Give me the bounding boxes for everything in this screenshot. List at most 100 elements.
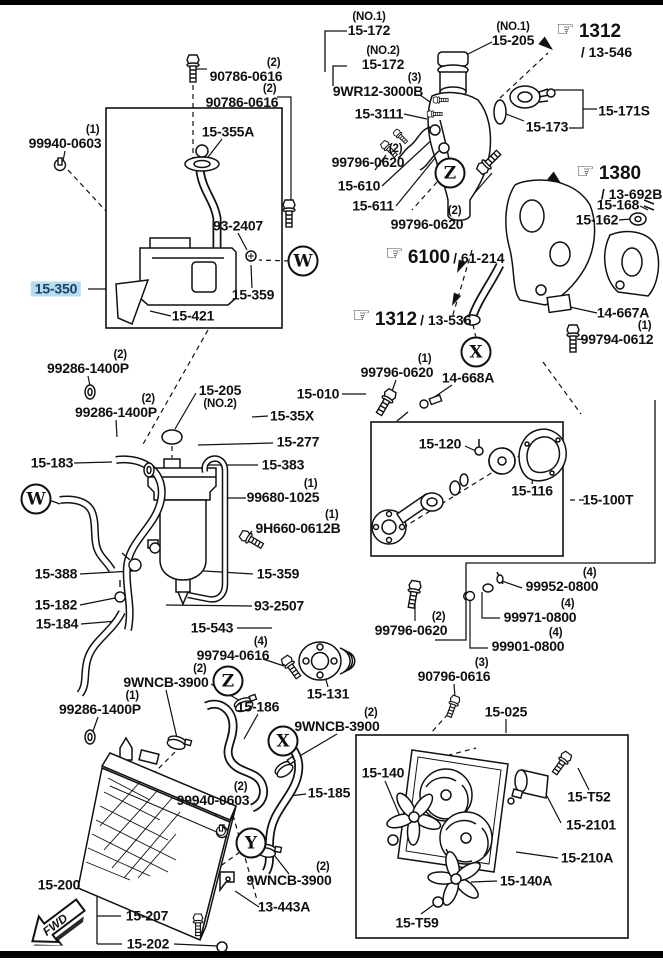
overflow-tank-drawing: [147, 429, 266, 606]
part-label[interactable]: (2)9WNCB-3900: [246, 861, 332, 889]
part-label[interactable]: 15-162: [575, 211, 619, 228]
part-label[interactable]: 15-185: [307, 784, 351, 801]
part-label[interactable]: (4)99952-0800: [525, 567, 599, 595]
part-label[interactable]: (2)90786-0616: [209, 57, 283, 85]
fan-assembly-drawing: [386, 749, 574, 908]
part-label[interactable]: 15-100T: [582, 491, 634, 508]
part-label[interactable]: 14-667A: [596, 304, 650, 321]
callout-6100-61-214[interactable]: ☞ 6100 / 61-214: [385, 242, 505, 268]
part-label[interactable]: (2)9WNCB-3900: [123, 663, 209, 691]
part-label[interactable]: (NO.1)15-172: [347, 11, 391, 39]
part-label[interactable]: 15-383: [261, 456, 305, 473]
part-label[interactable]: 15-207: [125, 907, 169, 924]
part-label[interactable]: 15-140A: [499, 872, 553, 889]
coolant-reservoir-drawing: [115, 144, 257, 326]
part-label[interactable]: 15-205(NO.2): [198, 382, 242, 411]
part-label[interactable]: 13-443A: [257, 898, 311, 915]
callout-1312-13-536[interactable]: ☞ 1312 / 13-536: [352, 304, 472, 330]
part-label[interactable]: (1)99940-0603: [28, 124, 102, 152]
part-label[interactable]: 15-200: [37, 876, 81, 893]
part-label[interactable]: 15-184: [35, 615, 79, 632]
view-marker-z: Z: [212, 665, 244, 697]
pointing-hand-icon: ☞: [352, 304, 371, 327]
part-label[interactable]: (2)99286-1400P: [47, 349, 129, 377]
part-label[interactable]: (2)99940-0603: [176, 781, 250, 809]
part-label[interactable]: (NO.2)15-172: [361, 45, 405, 73]
part-label[interactable]: 15-140: [361, 764, 405, 781]
callout-1312-13-546[interactable]: ☞ 1312/ 13-546: [556, 18, 633, 60]
part-label[interactable]: 14-668A: [441, 369, 495, 386]
view-marker-z: Z: [434, 157, 466, 189]
part-label[interactable]: (1)9H660-0612B: [255, 509, 341, 537]
view-marker-w: W: [287, 245, 319, 277]
small-hardware: [53, 54, 504, 861]
part-label[interactable]: (NO.1)15-205: [491, 21, 535, 49]
part-label[interactable]: 15-T59: [395, 914, 439, 931]
hoses-drawing: [59, 455, 304, 875]
part-label[interactable]: 15-183: [30, 454, 74, 471]
water-pump-drawing: [371, 428, 567, 545]
part-label[interactable]: 15-277: [276, 433, 320, 450]
part-label[interactable]: 15-168: [596, 196, 640, 213]
fan-propellers: [386, 792, 481, 906]
part-label[interactable]: 15-010: [296, 385, 340, 402]
view-marker-w: W: [20, 483, 52, 515]
part-label[interactable]: (2)99796-0620: [331, 143, 405, 171]
part-label[interactable]: 15-182: [34, 596, 78, 613]
radiator-drawing: [77, 736, 237, 953]
part-label[interactable]: 15-543: [190, 619, 234, 636]
part-label[interactable]: 15-025: [484, 703, 528, 720]
part-label[interactable]: 15-173: [525, 118, 569, 135]
part-label[interactable]: 15-359: [256, 565, 300, 582]
part-label[interactable]: 15-210A: [560, 849, 614, 866]
part-label[interactable]: 15-120: [418, 435, 462, 452]
part-label[interactable]: 15-186: [236, 698, 280, 715]
part-label[interactable]: (3)9WR12-3000B: [332, 72, 424, 100]
part-label[interactable]: (2)90786-0616: [205, 83, 279, 111]
fwd-arrow: FWD: [31, 898, 86, 946]
part-label[interactable]: 15-171S: [598, 102, 650, 119]
part-label[interactable]: (2)99286-1400P: [75, 393, 157, 421]
pointing-hand-icon: ☞: [385, 242, 404, 265]
part-label[interactable]: (2)99796-0620: [390, 205, 464, 233]
callout-1380-13-692b[interactable]: ☞ 1380/ 13-692B: [576, 160, 663, 202]
pulley-drawing: [279, 641, 356, 681]
part-label[interactable]: (4)99901-0800: [491, 627, 565, 655]
part-label[interactable]: 15-116: [511, 482, 553, 499]
top-border-bar: [0, 0, 663, 5]
part-label[interactable]: 15-388: [34, 565, 78, 582]
pointing-hand-icon: ☞: [556, 18, 575, 41]
part-label[interactable]: 15-611: [352, 197, 394, 214]
part-label[interactable]: (4)99794-0616: [196, 636, 270, 664]
part-label-selected[interactable]: 15-350: [30, 281, 82, 297]
view-marker-y: Y: [235, 827, 267, 859]
part-label[interactable]: 15-2101: [566, 816, 616, 833]
part-label[interactable]: (4)99971-0800: [503, 598, 577, 626]
part-label[interactable]: 15-421: [171, 307, 215, 324]
part-label[interactable]: 15-202: [126, 935, 170, 952]
part-label[interactable]: (1)99286-1400P: [59, 690, 141, 718]
inlet-pipe-drawing: [379, 127, 660, 353]
part-label[interactable]: 15-T52: [567, 788, 611, 805]
pointing-hand-icon: ☞: [576, 160, 595, 183]
part-label[interactable]: 15-610: [337, 177, 381, 194]
part-label[interactable]: (1)99680-1025: [246, 478, 320, 506]
part-label[interactable]: 93-2507: [254, 597, 304, 614]
bottom-border-bar: [0, 951, 663, 958]
part-label[interactable]: 15-131: [306, 685, 350, 702]
part-label[interactable]: (1)99794-0612: [580, 320, 654, 348]
assembly-boxes: [105, 107, 629, 939]
thermostat-housing-drawing: [397, 51, 556, 221]
part-label[interactable]: 15-359: [231, 286, 275, 303]
part-label[interactable]: (3)90796-0616: [417, 657, 491, 685]
part-label[interactable]: 15-35X: [270, 407, 314, 424]
part-label[interactable]: 15-355A: [201, 123, 255, 140]
part-label[interactable]: 15-3111: [354, 105, 404, 122]
view-marker-x: X: [460, 336, 492, 368]
part-label[interactable]: (2)99796-0620: [374, 611, 448, 639]
part-label[interactable]: (1)99796-0620: [360, 353, 434, 381]
part-label[interactable]: 93-2407: [213, 217, 263, 234]
part-label[interactable]: (2)9WNCB-3900: [294, 707, 380, 735]
